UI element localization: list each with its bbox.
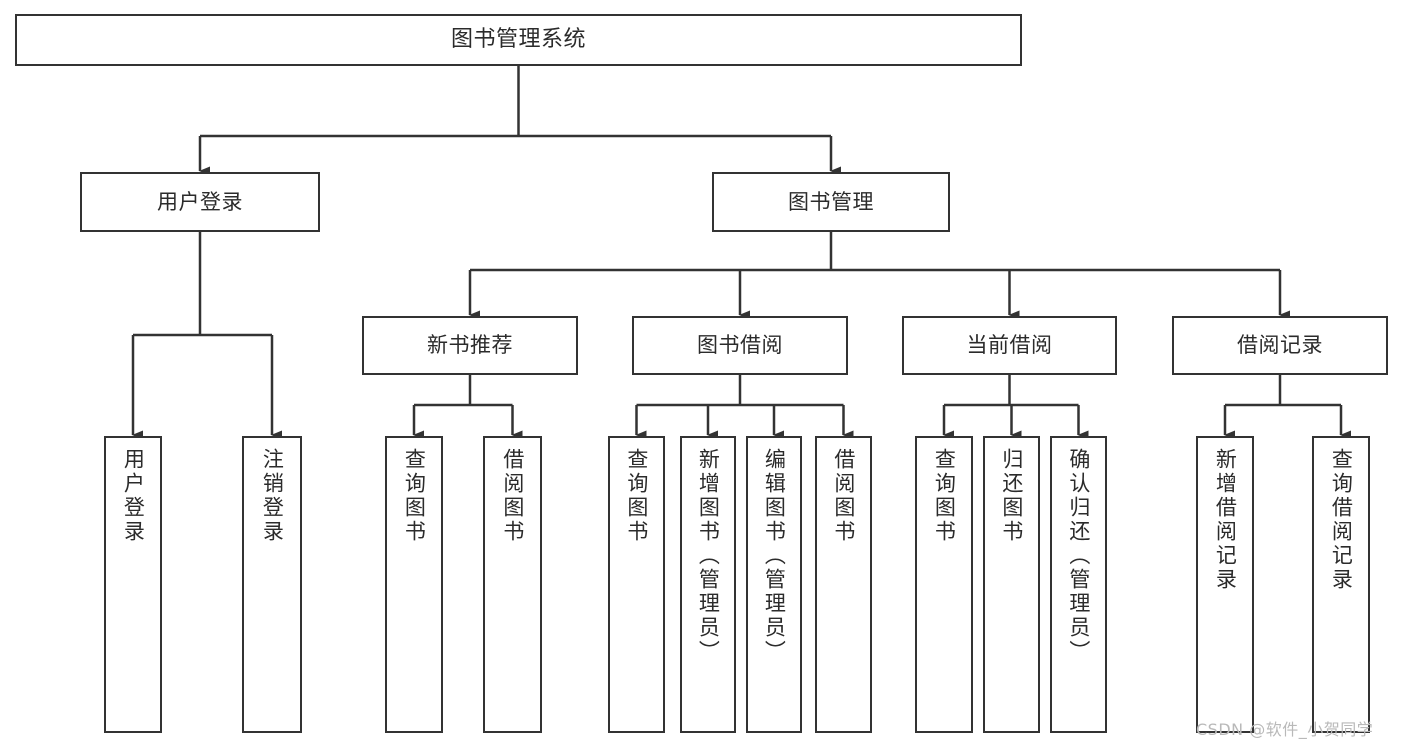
node-label: 新增图书（管理员）: [696, 448, 721, 664]
node-leaf-login2[interactable]: 注销登录: [242, 436, 302, 733]
node-leaf-rec2[interactable]: 查询借阅记录: [1312, 436, 1370, 733]
node-borrow[interactable]: 图书借阅: [632, 316, 848, 375]
node-label: 借阅图书: [831, 448, 856, 544]
node-label: 确认归还（管理员）: [1066, 448, 1091, 664]
watermark: CSDN @软件_小贺同学: [1196, 720, 1374, 739]
node-leaf-bor4[interactable]: 借阅图书: [815, 436, 872, 733]
node-label: 编辑图书（管理员）: [762, 448, 787, 664]
node-leaf-cur1[interactable]: 查询图书: [915, 436, 973, 733]
node-leaf-bor1[interactable]: 查询图书: [608, 436, 665, 733]
node-leaf-bor2[interactable]: 新增图书（管理员）: [680, 436, 736, 733]
node-label: 借阅记录: [1237, 333, 1323, 358]
node-leaf-cur3[interactable]: 确认归还（管理员）: [1050, 436, 1107, 733]
node-label: 注销登录: [260, 448, 285, 544]
node-label: 归还图书: [999, 448, 1024, 544]
node-label: 用户登录: [121, 448, 146, 544]
node-label: 用户登录: [157, 189, 243, 214]
node-leaf-new2[interactable]: 借阅图书: [483, 436, 542, 733]
node-root[interactable]: 图书管理系统: [15, 14, 1022, 66]
node-leaf-cur2[interactable]: 归还图书: [983, 436, 1040, 733]
node-label: 查询图书: [624, 448, 649, 544]
node-current[interactable]: 当前借阅: [902, 316, 1117, 375]
node-bookmgmt[interactable]: 图书管理: [712, 172, 950, 232]
node-leaf-rec1[interactable]: 新增借阅记录: [1196, 436, 1254, 733]
node-label: 借阅图书: [500, 448, 525, 544]
node-leaf-new1[interactable]: 查询图书: [385, 436, 443, 733]
node-label: 查询图书: [932, 448, 957, 544]
node-label: 查询图书: [402, 448, 427, 544]
node-login[interactable]: 用户登录: [80, 172, 320, 232]
node-label: 图书管理系统: [450, 27, 586, 53]
node-label: 新增借阅记录: [1213, 448, 1238, 592]
node-label: 新书推荐: [427, 333, 513, 358]
node-leaf-login1[interactable]: 用户登录: [104, 436, 162, 733]
node-label: 查询借阅记录: [1329, 448, 1354, 592]
edge-paths: [131, 66, 1351, 440]
node-label: 当前借阅: [966, 333, 1053, 358]
node-records[interactable]: 借阅记录: [1172, 316, 1388, 375]
node-leaf-bor3[interactable]: 编辑图书（管理员）: [746, 436, 802, 733]
node-newbook[interactable]: 新书推荐: [362, 316, 578, 375]
node-label: 图书借阅: [697, 333, 783, 358]
node-label: 图书管理: [788, 189, 874, 214]
